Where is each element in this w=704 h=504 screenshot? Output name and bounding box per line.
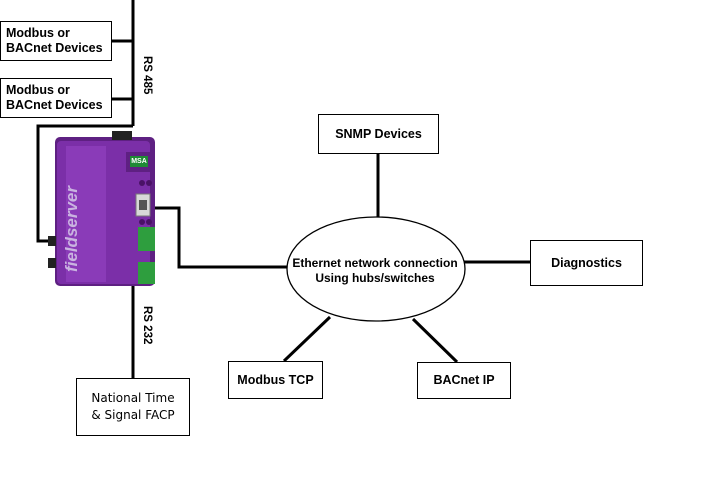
ethernet-line2: Using hubs/switches (315, 271, 435, 285)
ethernet-ellipse (286, 216, 466, 322)
modbus-bacnet-1-line2: BACnet Devices (6, 41, 103, 55)
modbus-bacnet-2-line2: BACnet Devices (6, 98, 103, 112)
rs485-label: RS 485 (141, 56, 153, 95)
modbus-tcp-box: Modbus TCP (228, 361, 323, 399)
modbus-bacnet-2-line1: Modbus or (6, 83, 70, 97)
modbus-bacnet-devices-box-1: Modbus or BACnet Devices (0, 21, 112, 61)
bacnet-ip-box: BACnet IP (417, 362, 511, 399)
facp-box: National Time & Signal FACP (76, 378, 190, 436)
snmp-devices-box: SNMP Devices (318, 114, 439, 154)
ethernet-line1: Ethernet network connection (292, 256, 458, 270)
rs232-label: RS 232 (141, 306, 153, 345)
fieldserver-device (48, 131, 155, 286)
modbus-tcp-link-line (282, 315, 332, 363)
bacnet-ip-link-line (411, 317, 459, 364)
modbus-bacnet-1-line1: Modbus or (6, 26, 70, 40)
modbus-bacnet-devices-box-2: Modbus or BACnet Devices (0, 78, 112, 118)
facp-line1: National Time (91, 391, 175, 405)
device-brand-label: fieldserver (62, 186, 81, 272)
ethernet-link-line (148, 206, 287, 269)
ethernet-network-label: Ethernet network connection Using hubs/s… (287, 256, 463, 286)
facp-line2: & Signal FACP (91, 408, 175, 422)
device-logo: MSA (131, 158, 147, 165)
diagnostics-box: Diagnostics (530, 240, 643, 286)
